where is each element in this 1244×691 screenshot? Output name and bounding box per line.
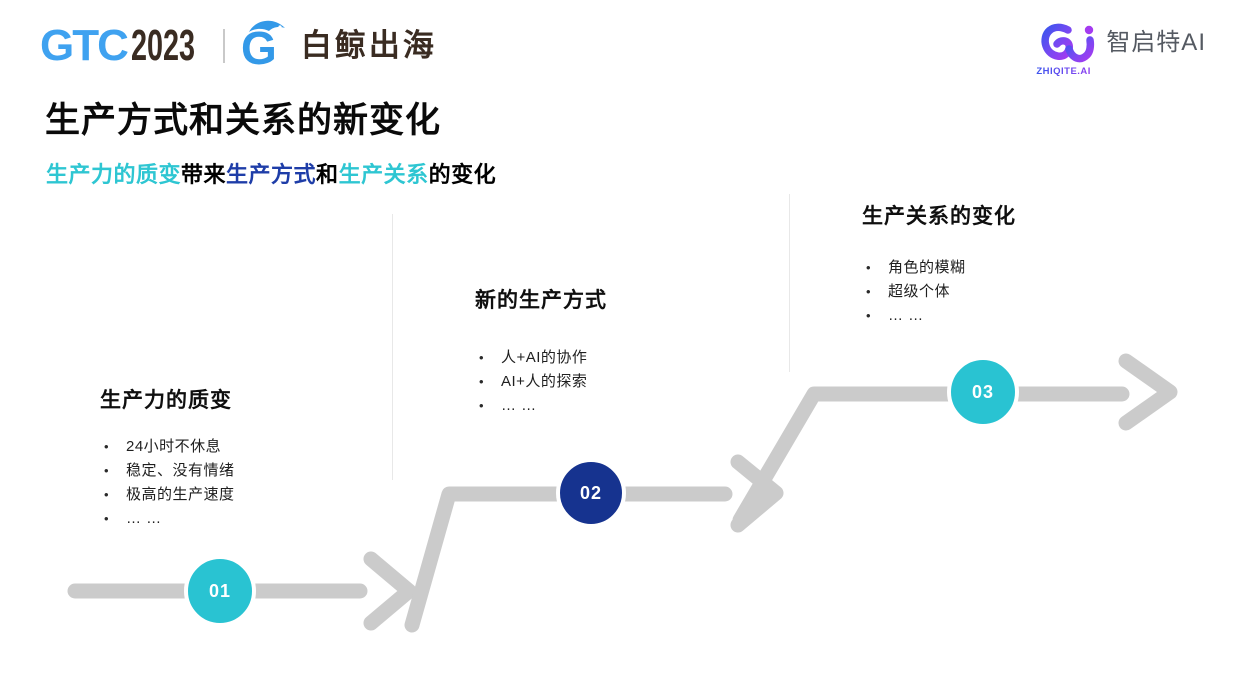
step-badge-2 [556, 458, 626, 528]
zhiqite-subtext: ZHIQITE.AI [1036, 66, 1106, 77]
step-bullets-2: 人+AI的协作AI+人的探索… … [475, 346, 587, 418]
subtitle-segment: 和 [316, 162, 339, 187]
subtitle-segment: 生产关系 [338, 162, 429, 187]
zhiqite-logo: ZHIQITE.AI 智启特AI [1036, 18, 1206, 80]
whale-wordmark: 白鲸出海 [300, 28, 437, 63]
step-number-1: 01 [208, 580, 232, 601]
flow-arrowhead-3 [1118, 353, 1178, 431]
step-badge-3 [947, 356, 1019, 428]
flow-line-3 [732, 386, 1130, 528]
step-number-3: 03 [971, 381, 995, 402]
bullet-item: 角色的模糊 [862, 256, 966, 280]
gtc-wordmark: GTC [40, 21, 129, 70]
zhiqite-icon: ZHIQITE.AI [1036, 18, 1100, 80]
subtitle-segment: 生产方式 [226, 162, 317, 187]
subtitle-segment: 生产力的质变 [46, 162, 182, 187]
step-badge-1 [184, 555, 256, 627]
whale-icon: G [239, 18, 295, 75]
flow-line-2 [404, 486, 733, 633]
bullet-item: … … [862, 304, 966, 328]
gtc-logo: GTC 2023 G 白鲸出海 [40, 18, 437, 75]
bullet-item: 稳定、没有情绪 [100, 459, 235, 483]
step-title-2: 新的生产方式 [475, 289, 607, 312]
page-title: 生产方式和关系的新变化 [45, 101, 442, 140]
bullet-item: 24小时不休息 [100, 435, 235, 459]
step-bullets-1: 24小时不休息稳定、没有情绪极高的生产速度… … [100, 435, 235, 531]
bullet-item: 超级个体 [862, 280, 966, 304]
step-bullets-3: 角色的模糊超级个体… … [862, 256, 966, 328]
zhiqite-wordmark: 智启特AI [1106, 29, 1206, 56]
bullet-item: AI+人的探索 [475, 370, 587, 394]
step-title-1: 生产力的质变 [100, 389, 232, 412]
column-divider-2 [789, 194, 790, 372]
subtitle-segment: 带来 [181, 162, 227, 187]
flow-arrowhead-1 [363, 551, 417, 631]
gtc-year: 2023 [130, 22, 195, 70]
column-divider-1 [392, 214, 393, 480]
page-subtitle: 生产力的质变带来生产方式和生产关系的变化 [46, 157, 496, 189]
bullet-item: 极高的生产速度 [100, 483, 235, 507]
bullet-item: … … [475, 394, 587, 418]
step-number-2: 02 [579, 482, 603, 503]
logo-divider [222, 29, 225, 63]
svg-text:G: G [241, 22, 277, 70]
bullet-item: … … [100, 507, 235, 531]
step-title-3: 生产关系的变化 [862, 205, 1016, 228]
bullet-item: 人+AI的协作 [475, 346, 587, 370]
subtitle-segment: 的变化 [428, 162, 497, 187]
